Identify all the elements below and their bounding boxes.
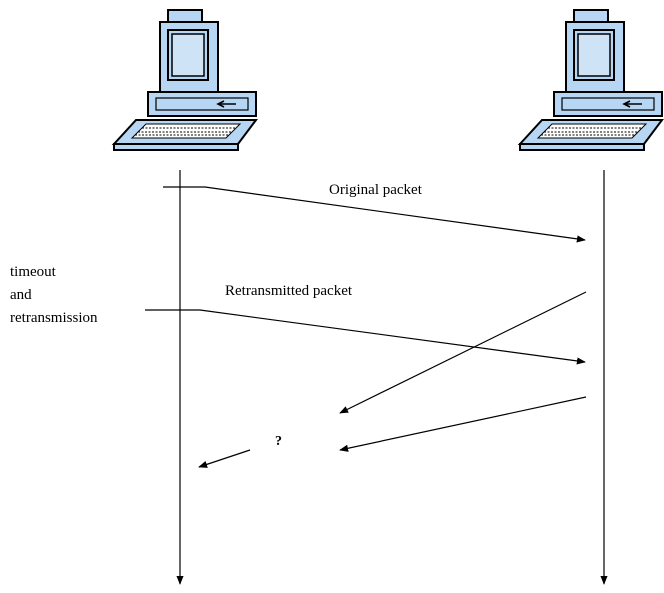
original-packet-arrow [163,186,586,243]
timeout-line-3: retransmission [10,310,98,326]
uncertain-arrow [198,449,251,468]
timeout-line-2: and [10,287,32,303]
first-ack-arrow [339,291,587,414]
timeout-line-1: timeout [10,264,56,280]
original-packet-label: Original packet [329,182,422,198]
second-ack-arrow [339,396,587,452]
retransmitted-packet-arrow [145,309,586,365]
retransmitted-packet-label: Retransmitted packet [225,283,353,299]
timeout-label: timeout and retransmission [10,265,98,334]
unknown-marker-label: ? [275,434,282,449]
receiver-computer-icon [519,9,663,151]
sender-computer-icon [113,9,257,151]
